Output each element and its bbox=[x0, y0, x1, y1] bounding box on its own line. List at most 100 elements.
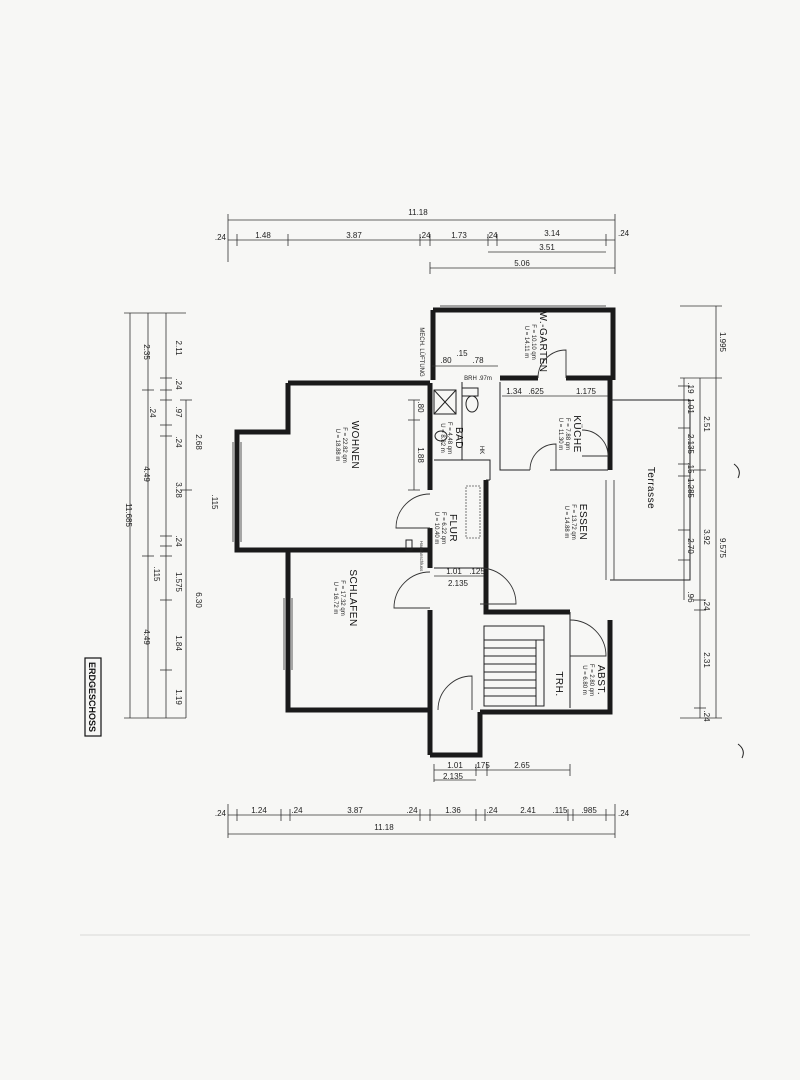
doors bbox=[393, 349, 609, 711]
building-walls bbox=[234, 307, 691, 758]
room-area: F = 13.72 qm bbox=[570, 504, 576, 540]
room-perimeter: U = 14.88 m bbox=[563, 506, 569, 539]
room-bad: BAD F = 4.48 qm U = 8.82 m bbox=[439, 422, 464, 454]
inner-dim-80: .80 bbox=[416, 401, 425, 413]
cabinet-icon bbox=[465, 485, 481, 539]
right-dim-outer-a: 1.995 bbox=[718, 332, 727, 353]
right-dim-col3-g: .96 bbox=[686, 591, 695, 603]
left-dim-col3-h: .115 bbox=[152, 567, 161, 583]
inner-dim-g: 1.01 bbox=[446, 567, 462, 576]
left-dim-col5: .115 bbox=[210, 495, 219, 511]
top-dimension-chain: 11.18 .24 1.48 3.87 .24 1.73 .24 3.14 .2… bbox=[215, 208, 630, 274]
left-dim-col3-j: 1.84 bbox=[174, 635, 183, 651]
top-dim-h: .24 bbox=[618, 229, 630, 238]
inner-dim-h: .125 bbox=[469, 567, 485, 576]
left-dim-col3-f: 3.28 bbox=[174, 482, 183, 498]
inner-dim-d: 1.34 bbox=[506, 387, 522, 396]
bottom-dim-a: .24 bbox=[215, 809, 227, 818]
right-dimension-chain: 1.995 9.575 2.51 3.92 2.31 .24 .24 .19 1… bbox=[678, 305, 727, 722]
bottom-dim-total: 11.18 bbox=[374, 823, 394, 832]
room-area: F = 10.10 qm bbox=[530, 324, 536, 360]
bottom-dim-f: 1.36 bbox=[445, 806, 461, 815]
room-area: F = 17.32 qm bbox=[339, 580, 345, 616]
bottom-dim-c: .24 bbox=[291, 806, 303, 815]
room-name: WOHNEN bbox=[349, 421, 360, 470]
brh-label: BRH .97m bbox=[464, 376, 492, 382]
room-perimeter: U = 6.80 m bbox=[581, 665, 587, 695]
room-flur: FLUR F = 6.22 qm U = 10.40 m bbox=[433, 512, 458, 545]
room-perimeter: U = 11.30 m bbox=[557, 418, 563, 450]
scan-marks bbox=[80, 463, 750, 936]
shower-icon bbox=[433, 389, 457, 415]
room-name: SCHLAFEN bbox=[347, 569, 358, 626]
bottom-dim-h: 2.41 bbox=[520, 806, 536, 815]
bottom-dim-i: .115 bbox=[553, 806, 569, 815]
room-perimeter: U = 14.11 m bbox=[523, 326, 529, 358]
right-dim-outer-b: 9.575 bbox=[718, 538, 727, 559]
room-terrasse: Terrasse bbox=[645, 467, 656, 509]
right-dim-col2-a: 2.51 bbox=[702, 416, 711, 432]
left-dim-total: 11.685 bbox=[124, 503, 133, 527]
left-dim-col3-c: .24 bbox=[148, 406, 157, 418]
hausanschluss-label: Hausanschluss bbox=[419, 541, 424, 572]
room-kueche: KÜCHE F = 7.88 qm U = 11.30 m bbox=[557, 415, 583, 453]
inner-dim-c: .78 bbox=[472, 356, 484, 365]
right-dim-col2-c: 2.31 bbox=[702, 652, 711, 668]
room-area: F = 4.48 qm bbox=[446, 422, 452, 454]
room-area: F = 22.82 qm bbox=[341, 427, 347, 463]
inner-dim-a: .80 bbox=[440, 356, 452, 365]
inner-dim-i: 2.135 bbox=[448, 579, 469, 588]
top-dim-b: 1.48 bbox=[255, 231, 271, 240]
bottom-inner-c: 2.65 bbox=[514, 761, 530, 770]
interior-dimensions: .80 1.88 .80 .15 .78 1.34 .625 1.175 1.0… bbox=[408, 349, 608, 588]
misc-labels: MECH. LÜFTUNG BRH .97m HK TRH. Hausansch… bbox=[405, 327, 564, 697]
left-dim-col3-g: .24 bbox=[174, 535, 183, 547]
right-dim-col3-a: .19 bbox=[686, 382, 695, 394]
top-dim-e: 1.73 bbox=[451, 231, 467, 240]
room-perimeter: U = 16.72 m bbox=[332, 582, 338, 615]
bottom-dim-e: .24 bbox=[406, 806, 418, 815]
right-dim-col2-b: 3.92 bbox=[702, 529, 711, 545]
top-dim-total: 11.18 bbox=[408, 208, 428, 217]
toilet-icon bbox=[465, 395, 479, 413]
top-dim-a: .24 bbox=[215, 233, 227, 242]
left-dim-col4-b: 6.30 bbox=[194, 592, 203, 608]
left-dim-col3-d: .97 bbox=[174, 406, 183, 418]
room-name: BAD bbox=[453, 427, 464, 449]
room-name: ABST. bbox=[595, 665, 606, 695]
left-dim-col3-k: 1.19 bbox=[174, 689, 183, 705]
mech-lueftung-label: MECH. LÜFTUNG bbox=[418, 327, 425, 377]
bottom-dim-j: .985 bbox=[581, 806, 597, 815]
bottom-dim-b: 1.24 bbox=[251, 806, 267, 815]
room-perimeter: U = 18.88 m bbox=[334, 429, 340, 462]
inner-dim-b: .15 bbox=[456, 349, 468, 358]
room-essen: ESSEN F = 13.72 qm U = 14.88 m bbox=[563, 504, 588, 540]
bottom-dim-k: .24 bbox=[618, 809, 630, 818]
top-dim-g: 3.14 bbox=[544, 229, 560, 238]
room-area: F = 2.80 qm bbox=[588, 664, 594, 696]
room-perimeter: U = 10.40 m bbox=[433, 512, 439, 545]
room-schlafen: SCHLAFEN F = 17.32 qm U = 16.72 m bbox=[332, 569, 358, 626]
right-dim-col2-d: .24 bbox=[702, 599, 711, 611]
left-dim-col3-a: 2.11 bbox=[174, 341, 183, 357]
left-dim-col3-b: .24 bbox=[174, 378, 183, 390]
hausanschluss-box bbox=[405, 539, 413, 551]
room-area: F = 6.22 qm bbox=[440, 512, 446, 544]
inner-dim-188: 1.88 bbox=[416, 447, 425, 463]
washbasin-icon bbox=[434, 430, 448, 442]
bottom-inner-d: 2.135 bbox=[443, 772, 464, 781]
bottom-inner-a: 1.01 bbox=[447, 761, 463, 770]
floor-label-text: ERDGESCHOSS bbox=[87, 662, 97, 732]
inner-dim-e: .625 bbox=[528, 387, 544, 396]
top-dim-row3: 3.51 bbox=[539, 243, 555, 252]
room-wohnen: WOHNEN F = 22.82 qm U = 18.88 m bbox=[334, 421, 360, 470]
top-dim-d: .24 bbox=[419, 231, 431, 240]
trh-label: TRH. bbox=[553, 671, 564, 696]
top-dim-c: 3.87 bbox=[346, 231, 362, 240]
windows bbox=[232, 305, 615, 670]
left-dim-col2-b: 4.49 bbox=[142, 466, 151, 482]
left-dim-col3-e: .24 bbox=[174, 436, 183, 448]
room-wgarten: W.-GARTEN F = 10.10 qm U = 14.11 m bbox=[523, 312, 548, 373]
room-abst: ABST. F = 2.80 qm U = 6.80 m bbox=[581, 664, 606, 696]
